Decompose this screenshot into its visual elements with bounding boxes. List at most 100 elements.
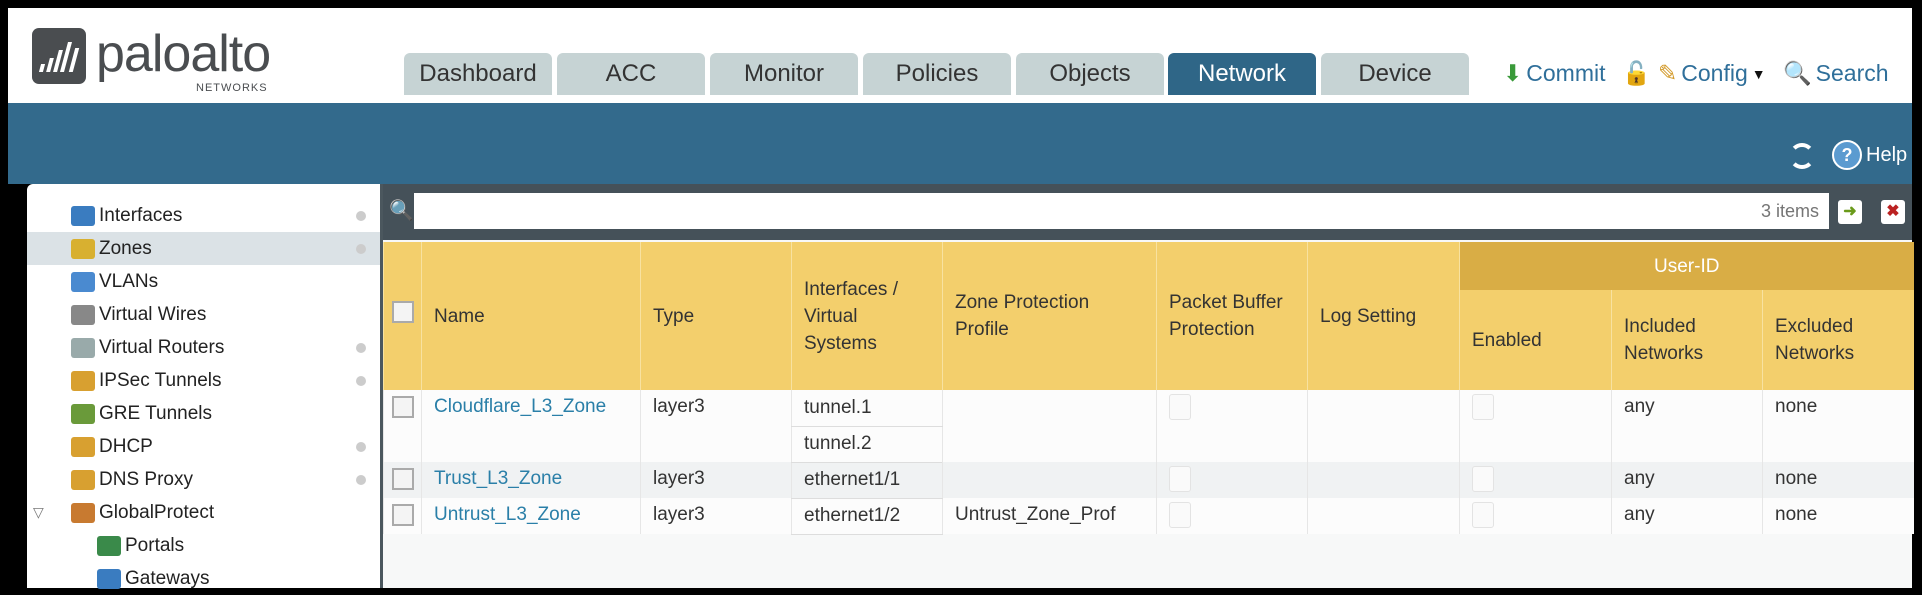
col-header-log-setting[interactable]: Log Setting [1307,242,1460,390]
zones-icon [71,238,95,259]
zone-name-link[interactable]: Trust_L3_Zone [434,468,563,489]
user-id-enabled-checkbox [1472,394,1494,420]
config-label: Config [1681,60,1748,86]
col-header-interfaces[interactable]: Interfaces / Virtual Systems [791,242,943,390]
col-header-packet-buffer[interactable]: Packet Buffer Protection [1156,242,1308,390]
user-id-enabled-cell [1459,462,1612,498]
zone-protection-profile [942,462,1157,498]
col-header-zone-protection[interactable]: Zone Protection Profile [942,242,1157,390]
lock-icon[interactable]: 🔓 [1622,60,1651,86]
dns-proxy-icon [71,469,95,490]
sidebar-item-portals[interactable]: Portals [27,529,380,562]
included-networks: any [1611,498,1763,534]
paloalto-logo-icon [32,28,86,84]
row-checkbox[interactable] [392,468,414,490]
tab-objects[interactable]: Objects [1016,53,1164,95]
help-button[interactable]: ?Help [1832,140,1907,170]
expand-triangle-icon[interactable]: ▽ [33,504,44,520]
zone-name-cell: Trust_L3_Zone [421,462,641,498]
zone-type: layer3 [640,390,792,462]
logo-text: paloalto [96,25,271,83]
status-dot [356,243,366,254]
zone-name-cell: Untrust_L3_Zone [421,498,641,534]
interface-cell: tunnel.1 [791,390,943,427]
globalprotect-icon [71,502,95,523]
select-all-checkbox[interactable] [392,301,414,323]
status-dot [356,375,366,386]
excluded-networks: none [1762,462,1914,498]
zone-type: layer3 [640,462,792,498]
excluded-networks: none [1762,498,1914,534]
col-header-name[interactable]: Name [421,242,641,390]
sidebar-item-label: DHCP [99,435,153,457]
vlans-icon [71,271,95,292]
config-menu[interactable]: ✎Config▼ [1658,60,1766,87]
col-group-user-id: User-ID [1459,242,1914,290]
packet-buffer-cell [1156,390,1308,462]
col-header-type[interactable]: Type [640,242,792,390]
sidebar-item-vlans[interactable]: VLANs [27,265,380,298]
packet-buffer-cell [1156,498,1308,534]
zone-protection-profile: Untrust_Zone_Prof [942,498,1157,534]
table-subrow: tunnel.2 [384,426,1914,463]
sidebar-item-ipsec-tunnels[interactable]: IPSec Tunnels [27,364,380,397]
sidebar-item-dns-proxy[interactable]: DNS Proxy [27,463,380,496]
virtual-wires-icon [71,304,95,325]
commit-label: Commit [1526,60,1606,86]
zone-name-link[interactable]: Cloudflare_L3_Zone [434,396,607,417]
search-label: Search [1815,60,1889,86]
excluded-networks: none [1762,390,1914,462]
sidebar-item-zones[interactable]: Zones [27,232,380,265]
page-band [8,103,1912,184]
row-checkbox[interactable] [392,396,414,418]
col-header-enabled[interactable]: Enabled [1459,290,1612,390]
status-dot [356,474,366,485]
sidebar-item-gre-tunnels[interactable]: GRE Tunnels [27,397,380,430]
sidebar-item-label: Interfaces [99,204,183,226]
refresh-icon[interactable] [1789,143,1815,169]
zone-name-link[interactable]: Untrust_L3_Zone [434,504,581,525]
status-dot [356,342,366,353]
packet-buffer-checkbox [1169,502,1191,528]
log-setting [1307,498,1460,534]
sidebar-item-dhcp[interactable]: DHCP [27,430,380,463]
sidebar-item-globalprotect[interactable]: ▽ GlobalProtect [27,496,380,529]
sidebar-item-label: GlobalProtect [99,501,215,523]
interface-cell: ethernet1/2 [791,498,943,535]
filter-input[interactable] [414,193,1829,229]
interfaces-icon [71,205,95,226]
sidebar-item-virtual-wires[interactable]: Virtual Wires [27,298,380,331]
tab-policies[interactable]: Policies [863,53,1011,95]
sidebar-item-label: Virtual Wires [99,303,207,325]
tab-device[interactable]: Device [1321,53,1469,95]
tab-acc[interactable]: ACC [557,53,705,95]
search-button[interactable]: 🔍Search [1783,60,1889,87]
tab-dashboard[interactable]: Dashboard [404,53,552,95]
commit-button[interactable]: ⬇Commit [1503,60,1606,87]
tab-network[interactable]: Network [1168,53,1316,95]
included-networks: any [1611,462,1763,498]
sidebar-item-label: Gateways [125,567,210,589]
sidebar-item-label: GRE Tunnels [99,402,212,424]
gre-tunnels-icon [71,403,95,424]
status-dot [356,210,366,221]
virtual-routers-icon [71,337,95,358]
tab-monitor[interactable]: Monitor [710,53,858,95]
sidebar-item-virtual-routers[interactable]: Virtual Routers [27,331,380,364]
commit-icon: ⬇ [1503,60,1523,86]
search-icon: 🔍 [389,200,414,222]
row-select-cell [383,462,422,498]
log-setting [1307,390,1460,462]
col-header-included[interactable]: Included Networks [1611,290,1763,390]
sidebar-item-interfaces[interactable]: Interfaces [27,199,380,232]
row-checkbox[interactable] [392,504,414,526]
sidebar-item-label: IPSec Tunnels [99,369,222,391]
sidebar-item-gateways[interactable]: Gateways [27,562,380,595]
zone-type: layer3 [640,498,792,534]
clear-filter-icon[interactable]: ✖ [1881,200,1905,224]
apply-filter-icon[interactable]: ➜ [1838,200,1862,224]
col-header-excluded[interactable]: Excluded Networks [1762,290,1914,390]
